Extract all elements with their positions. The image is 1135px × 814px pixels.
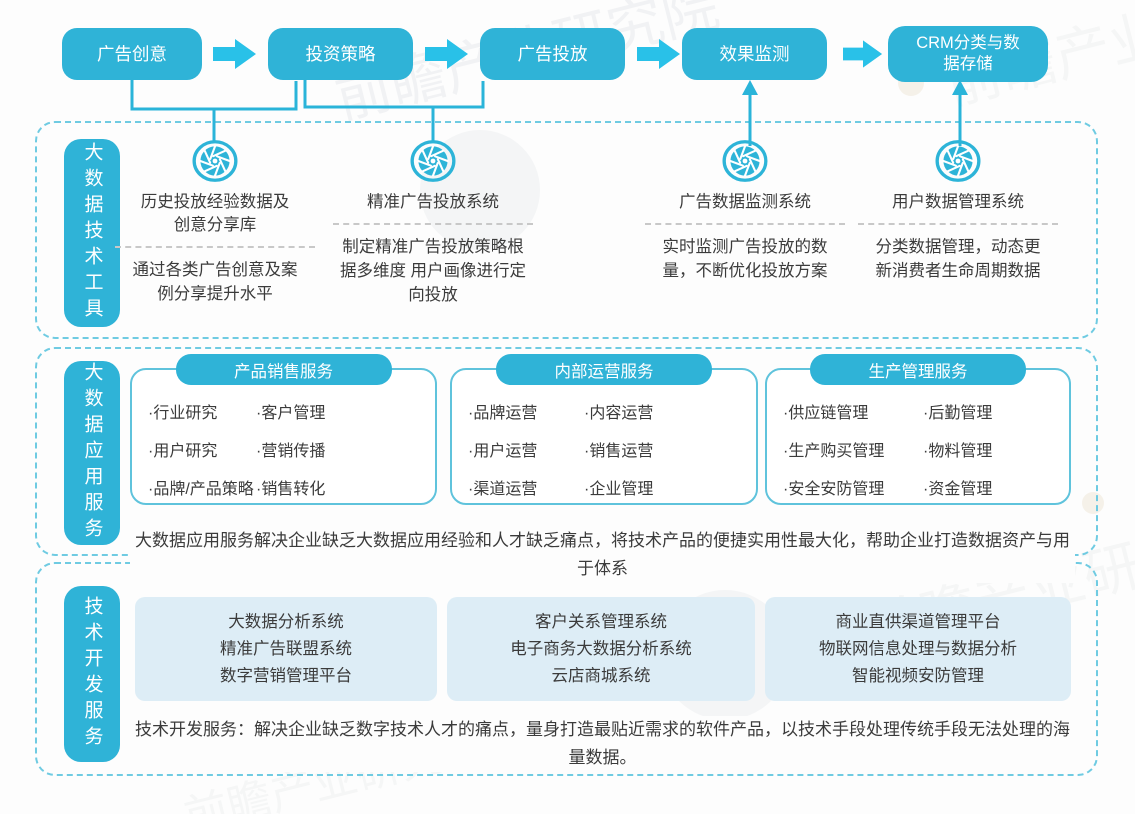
section-label-development: 技术开发服务 — [64, 586, 120, 762]
aperture-icon — [935, 140, 981, 182]
list-item: ·安全安防管理 — [783, 481, 885, 498]
app-box-items: ·供应链管理 ·后勤管理 ·生产购买管理 ·物料管理 ·安全安防管理 ·资金管理 — [767, 370, 1069, 500]
dev-box-line: 客户关系管理系统 — [535, 612, 667, 631]
tool-title: 用户数据管理系统 — [892, 193, 1024, 211]
tool-column-targeting: 精准广告投放系统 制定精准广告投放策略根据多维度 用户画像进行定向投放 — [318, 138, 548, 307]
tool-title: 精准广告投放系统 — [367, 193, 499, 211]
aperture-icon — [192, 140, 238, 182]
app-box-product-sales: 产品销售服务 ·行业研究 ·客户管理 ·用户研究 ·营销传播 ·品牌/产品策略·销售… — [130, 354, 437, 505]
section-tools-container — [35, 121, 1098, 339]
divider — [858, 223, 1058, 225]
tool-column-monitoring: 广告数据监测系统 实时监测广告投放的数量，不断优化投放方案 — [630, 138, 860, 283]
dev-box-line: 物联网信息处理与数据分析 — [819, 639, 1017, 658]
tool-description: 实时监测广告投放的数量，不断优化投放方案 — [662, 238, 828, 280]
arrow-right-icon — [425, 39, 468, 69]
list-item: ·渠道运营 — [468, 481, 538, 498]
list-item: ·内容运营 — [584, 405, 654, 422]
arrow-right-icon — [213, 39, 256, 69]
tool-title: 广告数据监测系统 — [679, 193, 811, 211]
list-item: ·行业研究 — [148, 405, 218, 422]
dev-box-line: 大数据分析系统 — [228, 612, 344, 631]
list-item: ·用户运营 — [468, 443, 538, 460]
tool-description: 制定精准广告投放策略根据多维度 用户画像进行定向投放 — [339, 238, 527, 304]
aperture-icon — [410, 140, 456, 182]
app-box-internal-operations: 内部运营服务 ·品牌运营 ·内容运营 ·用户运营 ·销售运营 ·渠道运营 ·企业管理 — [450, 354, 758, 505]
dev-box-iot: 商业直供渠道管理平台 物联网信息处理与数据分析 智能视频安防管理 — [765, 597, 1071, 701]
dev-box-line: 电子商务大数据分析系统 — [510, 639, 692, 658]
dev-box-line: 数字营销管理平台 — [220, 666, 352, 685]
list-item: ·供应链管理 — [783, 405, 869, 422]
app-box-items: ·行业研究 ·客户管理 ·用户研究 ·营销传播 ·品牌/产品策略·销售转化 — [132, 370, 435, 500]
app-box-header: 内部运营服务 — [496, 354, 712, 385]
dev-box-crm: 客户关系管理系统 电子商务大数据分析系统 云店商城系统 — [447, 597, 755, 701]
list-item: ·品牌运营 — [468, 405, 538, 422]
list-item: ·用户研究 — [148, 443, 218, 460]
app-box-items: ·品牌运营 ·内容运营 ·用户运营 ·销售运营 ·渠道运营 ·企业管理 — [452, 370, 756, 500]
flow-step-effect-monitoring: 效果监测 — [682, 28, 827, 80]
section-label-text: 技术开发服务 — [81, 596, 103, 752]
dev-box-line: 精准广告联盟系统 — [220, 639, 352, 658]
divider — [115, 246, 315, 248]
dev-box-line: 商业直供渠道管理平台 — [835, 612, 1001, 631]
flow-step-ad-delivery: 广告投放 — [480, 28, 625, 80]
flow-step-crm-storage: CRM分类与数据存储 — [888, 26, 1048, 82]
tool-column-history: 历史投放经验数据及创意分享库 通过各类广告创意及案例分享提升水平 — [100, 138, 330, 306]
application-note: 大数据应用服务解决企业缺乏大数据应用经验和人才缺乏痛点，将技术产品的便捷实用性最… — [130, 527, 1075, 583]
section-label-text: 大数据应用服务 — [81, 362, 103, 544]
list-item: ·品牌/产品策略 — [148, 481, 254, 498]
section-label-text: 大数据技术工具 — [81, 142, 103, 324]
list-item: ·营销传播 — [256, 443, 326, 460]
list-item: ·资金管理 — [923, 481, 993, 498]
list-item: ·生产购买管理 — [783, 443, 885, 460]
arrow-right-icon — [843, 40, 883, 68]
section-label-application: 大数据应用服务 — [64, 361, 120, 545]
tool-description: 分类数据管理，动态更新消费者生命周期数据 — [875, 238, 1041, 280]
flow-step-ad-creative: 广告创意 — [62, 28, 202, 80]
list-item: ·销售转化 — [256, 481, 326, 498]
tool-title: 历史投放经验数据及创意分享库 — [140, 193, 290, 234]
aperture-icon — [722, 140, 768, 182]
app-box-production-management: 生产管理服务 ·供应链管理·后勤管理 ·生产购买管理·物料管理 ·安全安防管理·… — [765, 354, 1071, 505]
divider — [645, 223, 845, 225]
flow-step-investment-strategy: 投资策略 — [268, 28, 413, 80]
list-item: ·销售运营 — [584, 443, 654, 460]
app-box-header: 生产管理服务 — [810, 354, 1026, 385]
tool-description: 通过各类广告创意及案例分享提升水平 — [132, 261, 298, 303]
list-item: ·企业管理 — [584, 481, 654, 498]
divider — [333, 223, 533, 225]
dev-box-line: 智能视频安防管理 — [852, 666, 984, 685]
arrow-right-icon — [637, 39, 680, 69]
list-item: ·物料管理 — [923, 443, 993, 460]
dev-box-analytics: 大数据分析系统 精准广告联盟系统 数字营销管理平台 — [135, 597, 437, 701]
dev-box-line: 云店商城系统 — [551, 666, 651, 685]
section-label-tools: 大数据技术工具 — [64, 139, 120, 327]
app-box-header: 产品销售服务 — [175, 354, 392, 385]
development-note: 技术开发服务：解决企业缺乏数字技术人才的痛点，量身打造最贴近需求的软件产品，以技… — [130, 716, 1075, 772]
list-item: ·后勤管理 — [923, 405, 993, 422]
list-item: ·客户管理 — [256, 405, 326, 422]
tool-column-user-data: 用户数据管理系统 分类数据管理，动态更新消费者生命周期数据 — [843, 138, 1073, 283]
